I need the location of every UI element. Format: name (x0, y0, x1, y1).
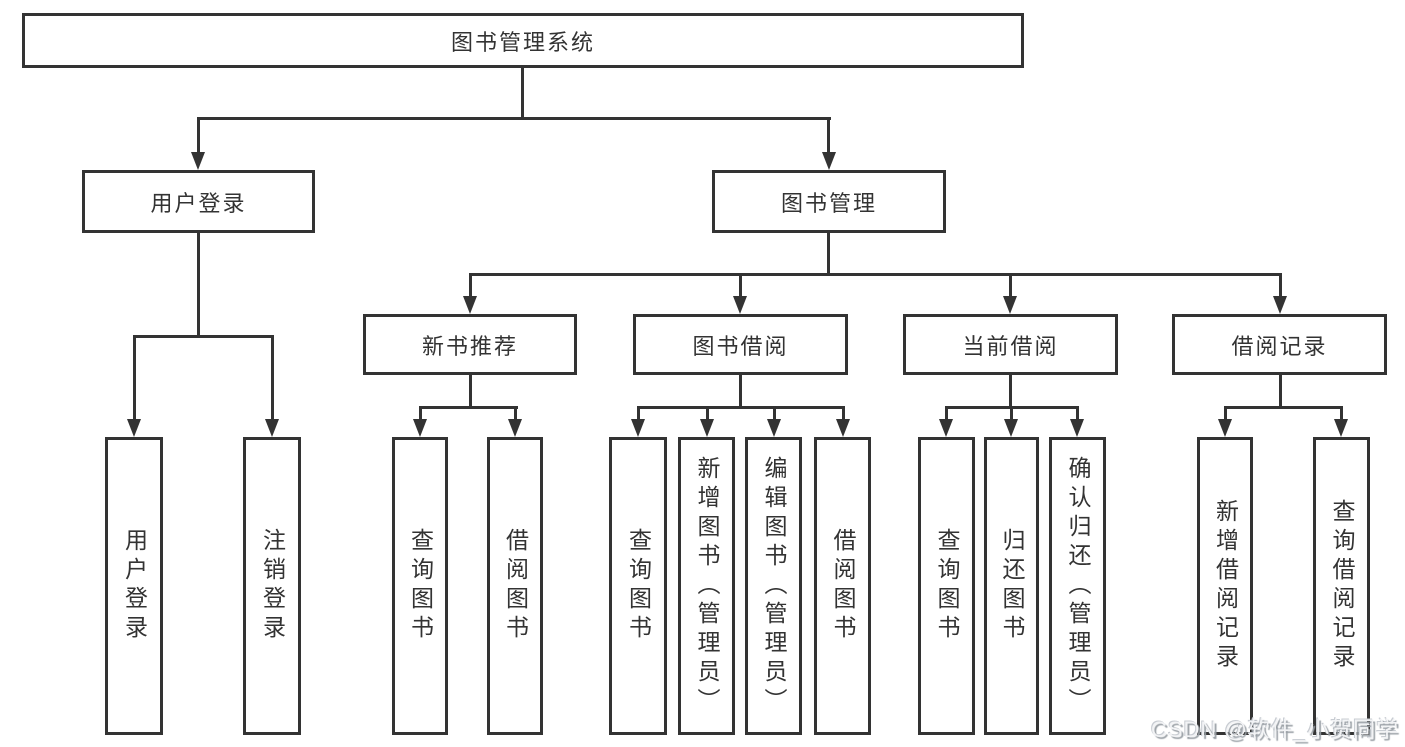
connector-line (469, 273, 1282, 276)
node-borrowing-records: 借阅记录 (1172, 314, 1387, 375)
connector-line (1279, 273, 1282, 301)
connector-line (1224, 406, 1343, 409)
connector-line (827, 233, 830, 276)
arrowhead-down-icon (822, 152, 836, 170)
connector-line (521, 68, 524, 120)
connector-line (419, 406, 422, 423)
connector-line (197, 117, 831, 120)
arrowhead-down-icon (836, 419, 850, 437)
leaf-logout: 注销登录 (243, 437, 301, 735)
connector-line (197, 233, 200, 338)
connector-line (1340, 406, 1343, 423)
connector-line (271, 335, 274, 423)
arrowhead-down-icon (1334, 419, 1348, 437)
connector-line (1076, 406, 1079, 423)
connector-line (197, 117, 200, 156)
arrowhead-down-icon (733, 296, 747, 314)
arrowhead-down-icon (1070, 419, 1084, 437)
connector-line (419, 406, 518, 409)
connector-line (842, 406, 845, 423)
connector-line (469, 375, 472, 409)
leaf-query-books-recommend: 查询图书 (392, 437, 448, 735)
arrowhead-down-icon (1218, 419, 1232, 437)
connector-line (1224, 406, 1227, 423)
arrowhead-down-icon (463, 296, 477, 314)
arrowhead-down-icon (413, 419, 427, 437)
arrowhead-down-icon (767, 419, 781, 437)
leaf-query-books-borrow: 查询图书 (609, 437, 667, 735)
arrowhead-down-icon (265, 419, 279, 437)
node-new-book-recommendation: 新书推荐 (363, 314, 577, 375)
node-user-login: 用户登录 (82, 170, 315, 233)
leaf-borrow-books-recommend: 借阅图书 (487, 437, 543, 735)
connector-line (1009, 273, 1012, 301)
connector-line (945, 406, 948, 423)
csdn-watermark: CSDN @软件_小贺同学 (1150, 717, 1399, 742)
connector-line (1010, 406, 1013, 423)
arrowhead-down-icon (1273, 296, 1287, 314)
connector-line (773, 406, 776, 423)
connector-line (1009, 375, 1012, 409)
leaf-user-login: 用户登录 (105, 437, 163, 735)
connector-line (827, 117, 830, 156)
arrowhead-down-icon (127, 419, 141, 437)
leaf-add-books-admin: 新增图书（管理员） (678, 437, 735, 735)
connector-line (469, 273, 472, 301)
leaf-confirm-return-admin: 确认归还（管理员） (1049, 437, 1106, 735)
connector-line (133, 335, 274, 338)
leaf-add-borrow-record: 新增借阅记录 (1197, 437, 1253, 735)
arrowhead-down-icon (1004, 419, 1018, 437)
connector-line (637, 406, 845, 409)
connector-line (637, 406, 640, 423)
node-book-management: 图书管理 (712, 170, 946, 233)
connector-line (1279, 375, 1282, 409)
arrowhead-down-icon (508, 419, 522, 437)
connector-line (706, 406, 709, 423)
arrowhead-down-icon (631, 419, 645, 437)
connector-line (514, 406, 517, 423)
node-book-borrowing: 图书借阅 (633, 314, 848, 375)
leaf-query-books-current: 查询图书 (918, 437, 975, 735)
node-library-management-system: 图书管理系统 (22, 13, 1024, 68)
arrowhead-down-icon (1003, 296, 1017, 314)
arrowhead-down-icon (700, 419, 714, 437)
node-current-borrowing: 当前借阅 (903, 314, 1118, 375)
leaf-query-borrow-record: 查询借阅记录 (1313, 437, 1370, 735)
connector-line (133, 335, 136, 423)
arrowhead-down-icon (939, 419, 953, 437)
connector-line (739, 375, 742, 409)
leaf-borrow-books: 借阅图书 (814, 437, 871, 735)
leaf-edit-books-admin: 编辑图书（管理员） (745, 437, 802, 735)
leaf-return-books: 归还图书 (984, 437, 1039, 735)
connector-line (739, 273, 742, 301)
arrowhead-down-icon (191, 152, 205, 170)
